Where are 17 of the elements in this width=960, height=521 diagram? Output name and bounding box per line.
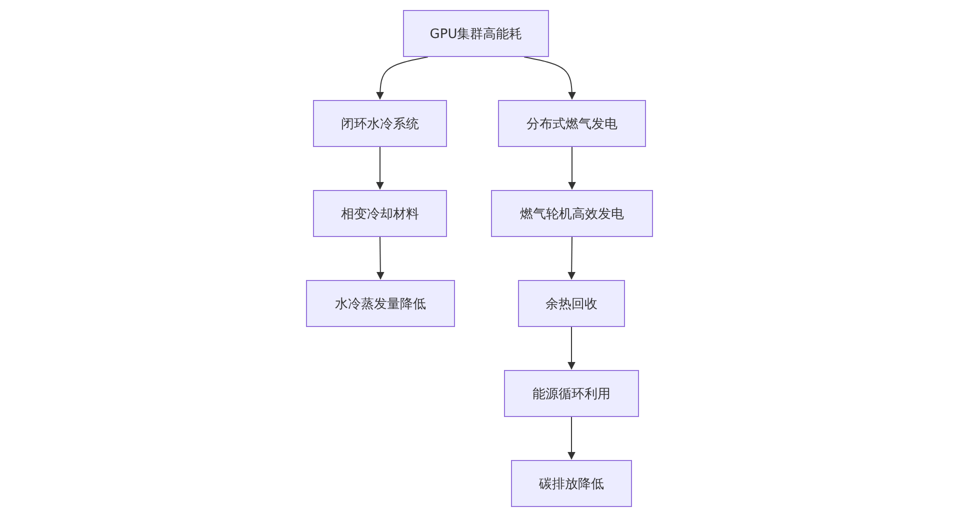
arrow	[376, 56, 428, 100]
arrow	[524, 56, 576, 100]
process-box: 相变冷却材料	[313, 190, 447, 237]
arrow	[376, 236, 384, 280]
arrow	[376, 146, 384, 190]
process-box: GPU集群高能耗	[403, 10, 549, 57]
process-box: 碳排放降低	[511, 460, 632, 507]
arrow	[568, 326, 576, 370]
process-box: 燃气轮机高效发电	[491, 190, 653, 237]
arrow	[568, 146, 576, 190]
arrow	[568, 236, 576, 280]
process-box: 能源循环利用	[504, 370, 639, 417]
arrow	[568, 416, 576, 460]
process-box: 余热回收	[518, 280, 625, 327]
process-box: 水冷蒸发量降低	[306, 280, 455, 327]
process-box: 闭环水冷系统	[313, 100, 447, 147]
process-box: 分布式燃气发电	[498, 100, 646, 147]
